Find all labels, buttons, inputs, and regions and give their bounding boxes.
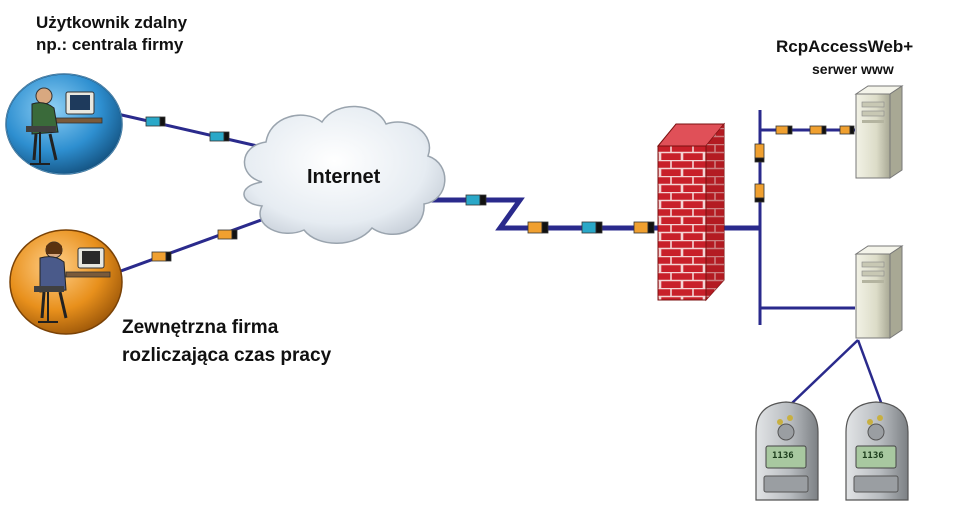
server-tower-icon	[854, 245, 904, 339]
internet-cloud-icon	[243, 105, 446, 244]
link-external-company-to-internet	[117, 213, 276, 274]
connector-orange-icon	[527, 221, 549, 234]
connector-orange-icon	[839, 125, 855, 135]
remote-user-label-line2: np.: centrala firmy	[36, 35, 184, 54]
firewall-brick-wall-icon	[656, 122, 726, 302]
reader-display-2: 1136	[862, 451, 884, 461]
connector-orange-icon	[151, 251, 172, 262]
web-server-tower-icon	[854, 85, 904, 179]
connector-orange-icon	[754, 183, 765, 203]
remote-user-workstation-icon	[5, 73, 123, 175]
time-attendance-reader-icon	[755, 401, 819, 501]
connector-blue-icon	[465, 194, 487, 206]
server-subtitle-label: serwer www	[812, 61, 894, 77]
connector-orange-icon	[217, 229, 238, 240]
external-company-label-line1: Zewnętrzna firma	[122, 317, 279, 338]
external-company-workstation-icon	[9, 229, 123, 335]
connector-orange-icon	[775, 125, 793, 135]
external-company-label: Zewnętrzna firma rozliczająca czas pracy	[122, 314, 331, 370]
link-server-to-reader-1	[789, 339, 859, 406]
internet-label: Internet	[307, 166, 381, 188]
connector-blue-icon	[209, 131, 230, 142]
connector-blue-icon	[145, 116, 166, 127]
connector-blue-icon	[581, 221, 603, 234]
link-server-to-reader-2	[856, 339, 884, 406]
time-attendance-reader-icon	[845, 401, 909, 501]
connector-orange-icon	[754, 143, 765, 163]
connector-orange-icon	[809, 125, 827, 135]
connector-orange-icon	[633, 221, 655, 234]
remote-user-label-line1: Użytkownik zdalny	[36, 13, 188, 32]
reader-display-1: 1136	[772, 451, 794, 461]
remote-user-label: Użytkownik zdalny np.: centrala firmy	[36, 12, 187, 56]
server-title-label: RcpAccessWeb+	[776, 37, 914, 56]
external-company-label-line2: rozliczająca czas pracy	[122, 345, 332, 366]
link-remote-user-to-internet	[99, 108, 276, 152]
